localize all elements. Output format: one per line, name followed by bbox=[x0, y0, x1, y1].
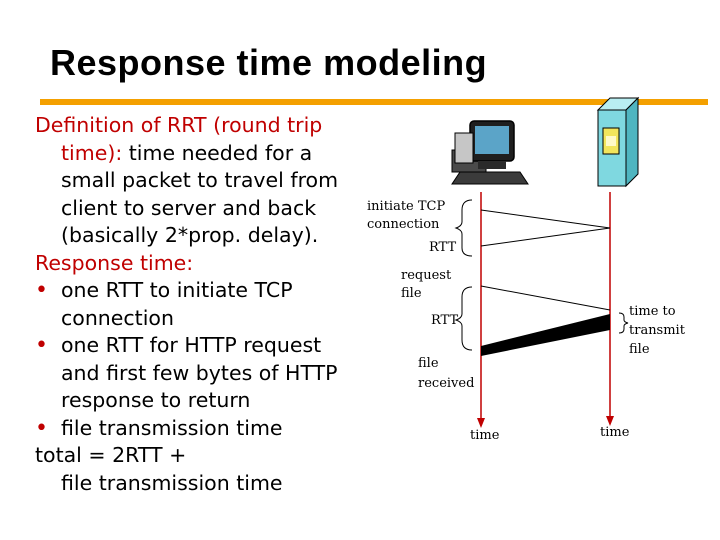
label-received-1: file bbox=[418, 356, 439, 371]
label-received-2: received bbox=[418, 376, 474, 391]
bullet-item: • file transmission time bbox=[35, 415, 375, 443]
definition-line-2: time): time needed for a bbox=[35, 140, 375, 168]
bullet-text: one RTT to initiate TCP bbox=[61, 278, 293, 302]
response-heading: Response time: bbox=[35, 250, 194, 275]
rtt1-brace bbox=[454, 199, 473, 257]
computer-icon bbox=[451, 120, 529, 185]
bullet-text: connection bbox=[61, 305, 174, 330]
page-title: Response time modeling bbox=[50, 42, 488, 83]
bullet-icon: • bbox=[35, 415, 48, 441]
label-transmit-1: time to bbox=[629, 304, 676, 319]
main-text: Definition of RRT (round trip time): tim… bbox=[35, 112, 375, 497]
server-timeline-arrowhead bbox=[606, 416, 614, 426]
label-initiate-1: initiate TCP bbox=[367, 199, 445, 214]
rtt2-brace bbox=[454, 286, 473, 351]
title-divider bbox=[40, 99, 708, 105]
server-icon bbox=[596, 96, 640, 188]
bullet-icon: • bbox=[35, 333, 48, 358]
label-initiate-2: connection bbox=[367, 217, 440, 232]
bullet-text: response to return bbox=[61, 388, 251, 412]
label-server-time: time bbox=[600, 425, 630, 440]
definition-term: Definition of RRT (round trip bbox=[35, 113, 323, 137]
total-line-2: file transmission time bbox=[61, 470, 283, 495]
definition-line-1: Definition of RRT (round trip bbox=[35, 112, 375, 140]
syn-message bbox=[480, 209, 611, 229]
definition-term-end: time): bbox=[61, 140, 123, 165]
file-transfer-band bbox=[481, 314, 610, 356]
request-message bbox=[480, 285, 611, 311]
client-timeline-arrowhead bbox=[477, 418, 485, 428]
bullet-text: one RTT for HTTP request bbox=[61, 333, 322, 357]
bullet-item: • one RTT for HTTP request and first few… bbox=[35, 332, 375, 415]
bullet-text: and first few bytes of HTTP bbox=[61, 360, 338, 385]
label-rtt-1: RTT bbox=[429, 240, 456, 255]
definition-line-3: small packet to travel from bbox=[61, 168, 339, 192]
label-transmit-2: transmit bbox=[629, 323, 686, 338]
bullet-icon: • bbox=[35, 278, 48, 303]
synack-message bbox=[480, 227, 611, 247]
total-line-1: total = 2RTT + bbox=[35, 443, 187, 467]
bullet-item: • one RTT to initiate TCP connection bbox=[35, 277, 375, 332]
label-request-1: request bbox=[401, 268, 452, 283]
label-request-2: file bbox=[401, 286, 422, 301]
label-transmit-3: file bbox=[629, 342, 650, 357]
bullet-text: file transmission time bbox=[61, 415, 283, 440]
definition-text: time needed for a bbox=[122, 140, 313, 165]
definition-line-5: (basically 2*prop. delay). bbox=[61, 223, 319, 247]
definition-line-4: client to server and back bbox=[61, 195, 317, 220]
transmit-brace bbox=[618, 312, 629, 334]
label-rtt-2: RTT bbox=[431, 313, 458, 328]
label-client-time: time bbox=[470, 428, 500, 443]
